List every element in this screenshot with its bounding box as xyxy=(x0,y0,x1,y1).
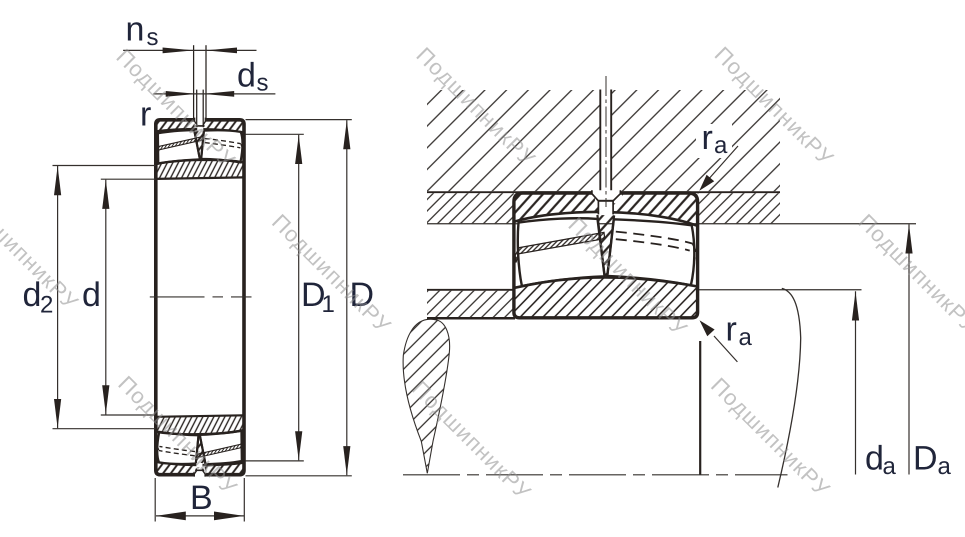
svg-text:r: r xyxy=(726,311,737,349)
svg-text:n: n xyxy=(126,11,145,49)
svg-text:a: a xyxy=(714,132,728,159)
svg-text:D: D xyxy=(913,440,938,478)
svg-text:r: r xyxy=(140,96,151,134)
svg-text:s: s xyxy=(147,24,159,51)
svg-text:D: D xyxy=(301,276,326,314)
svg-text:B: B xyxy=(190,479,213,517)
svg-text:d: d xyxy=(865,440,884,478)
svg-text:1: 1 xyxy=(322,291,335,318)
svg-text:r: r xyxy=(702,119,713,157)
svg-text:a: a xyxy=(739,324,753,351)
svg-text:a: a xyxy=(938,453,952,480)
svg-text:a: a xyxy=(883,453,897,480)
svg-text:D: D xyxy=(350,276,375,314)
svg-text:2: 2 xyxy=(40,292,53,319)
svg-text:s: s xyxy=(257,70,269,97)
svg-text:d: d xyxy=(237,56,256,94)
svg-text:d: d xyxy=(82,276,101,314)
svg-text:d: d xyxy=(23,276,42,314)
